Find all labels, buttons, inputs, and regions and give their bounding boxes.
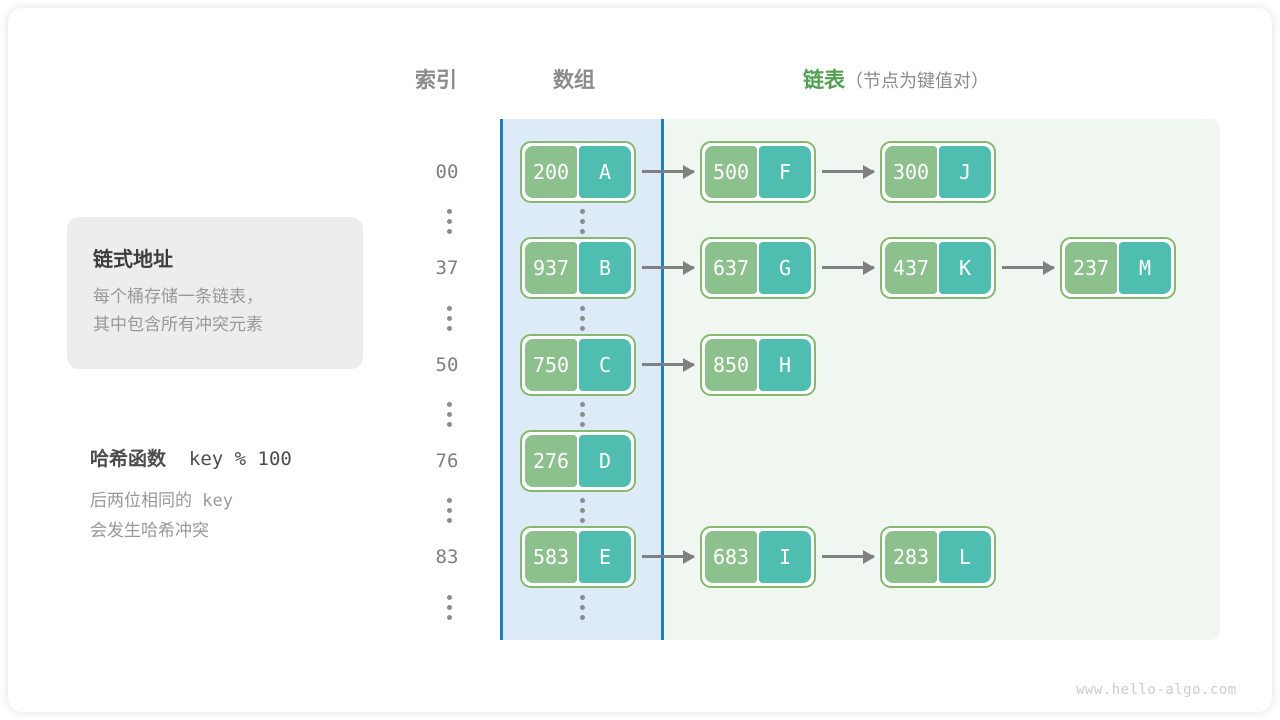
node-key: 750 xyxy=(525,339,577,391)
node-key: 583 xyxy=(525,531,577,583)
link-arrow xyxy=(642,358,695,372)
bucket-index-83: 83 xyxy=(435,546,459,568)
node-key: 237 xyxy=(1065,242,1117,294)
array-ellipsis xyxy=(577,209,587,234)
node-value: I xyxy=(759,531,811,583)
link-arrow xyxy=(822,165,875,179)
array-ellipsis xyxy=(577,595,587,620)
column-header-index: 索引 xyxy=(415,69,457,92)
link-arrow xyxy=(642,165,695,179)
link-arrow xyxy=(642,261,695,275)
node-key: 683 xyxy=(705,531,757,583)
node-key: 283 xyxy=(885,531,937,583)
link-arrow xyxy=(822,261,875,275)
index-ellipsis xyxy=(444,595,454,620)
hash-note-line1-prefix: 后两位相同的 xyxy=(90,491,192,510)
node-value: F xyxy=(759,146,811,198)
hash-note-line2: 会发生哈希冲突 xyxy=(90,521,209,540)
node-value: B xyxy=(579,242,631,294)
node-value: D xyxy=(579,435,631,487)
node-key: 437 xyxy=(885,242,937,294)
hash-function-title: 哈希函数 key % 100 xyxy=(90,444,292,471)
array-ellipsis xyxy=(577,498,587,523)
info-card-title: 链式地址 xyxy=(93,249,173,271)
bucket-index-76: 76 xyxy=(435,450,459,472)
link-arrow xyxy=(1002,261,1055,275)
node-value: J xyxy=(939,146,991,198)
node-key: 850 xyxy=(705,339,757,391)
array-ellipsis xyxy=(577,402,587,427)
node-value: C xyxy=(579,339,631,391)
bucket-index-50: 50 xyxy=(435,354,459,376)
node-key: 637 xyxy=(705,242,757,294)
node-key: 200 xyxy=(525,146,577,198)
node-value: A xyxy=(579,146,631,198)
column-header-linkedlist-sub: （节点为键值对） xyxy=(845,71,989,91)
hash-function-description: 后两位相同的 key 会发生哈希冲突 xyxy=(90,486,233,545)
column-header-linkedlist-main: 链表 xyxy=(803,69,845,92)
array-ellipsis xyxy=(577,306,587,331)
node-value: E xyxy=(579,531,631,583)
node-value: M xyxy=(1119,242,1171,294)
bucket-index-00: 00 xyxy=(435,161,459,183)
watermark: www.hello-algo.com xyxy=(1076,682,1237,698)
node-key: 300 xyxy=(885,146,937,198)
node-value: K xyxy=(939,242,991,294)
column-header-linkedlist: 链表（节点为键值对） xyxy=(803,64,989,94)
hash-function-formula: key % 100 xyxy=(188,448,292,470)
link-arrow xyxy=(642,550,695,564)
index-ellipsis xyxy=(444,498,454,523)
node-value: H xyxy=(759,339,811,391)
node-key: 500 xyxy=(705,146,757,198)
link-arrow xyxy=(822,550,875,564)
bucket-index-37: 37 xyxy=(435,257,459,279)
node-value: L xyxy=(939,531,991,583)
info-card-body: 每个桶存储一条链表， 其中包含所有冲突元素 xyxy=(93,287,263,334)
node-key: 937 xyxy=(525,242,577,294)
index-ellipsis xyxy=(444,209,454,234)
hash-note-line1-key: key xyxy=(202,491,233,511)
index-ellipsis xyxy=(444,306,454,331)
hash-function-label: 哈希函数 xyxy=(90,449,167,470)
node-value: G xyxy=(759,242,811,294)
index-ellipsis xyxy=(444,402,454,427)
node-key: 276 xyxy=(525,435,577,487)
info-card: 链式地址 每个桶存储一条链表， 其中包含所有冲突元素 xyxy=(67,217,363,369)
column-header-array: 数组 xyxy=(553,69,595,92)
diagram-card: 索引 数组 链表（节点为键值对） 链式地址 每个桶存储一条链表， 其中包含所有冲… xyxy=(8,8,1272,712)
